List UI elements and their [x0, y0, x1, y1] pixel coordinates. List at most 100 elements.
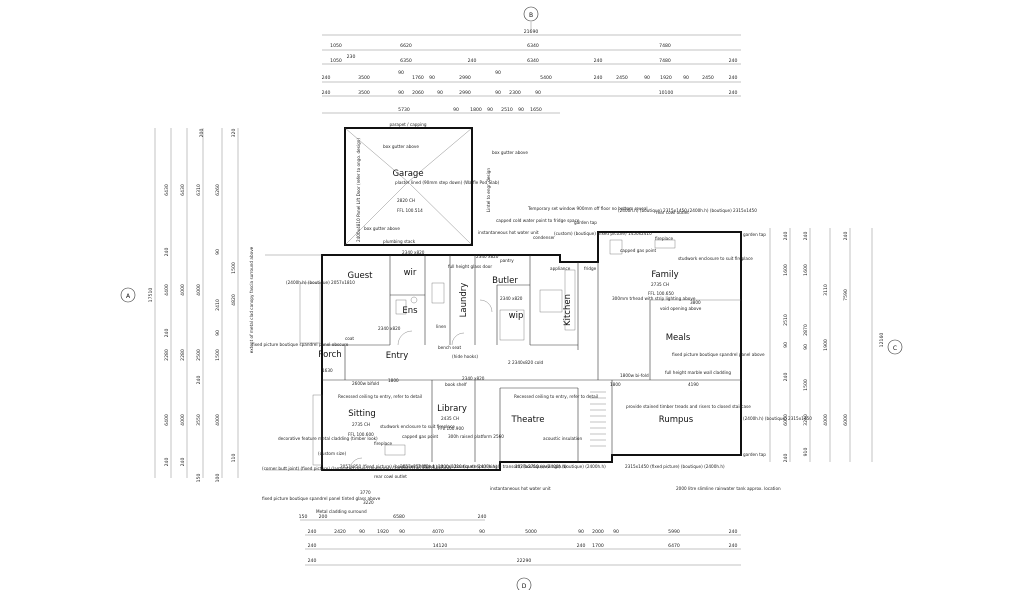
grid-label-bottom: D — [522, 583, 527, 590]
note-pantry: pantry — [500, 258, 514, 263]
svg-text:2870: 2870 — [803, 324, 809, 336]
note-entry-door: 2600w bifold — [352, 381, 379, 386]
svg-text:4070: 4070 — [432, 529, 444, 535]
note-rumpus-1800: 1800 — [610, 382, 621, 387]
room-family: Family — [651, 270, 678, 280]
dim-left-col1: 6430 4400 2280 6400 — [164, 184, 170, 426]
note-parapet: parapet / capping — [389, 122, 426, 127]
note-fixed-picture-meals: fixed picture boutique spandrel panel ab… — [672, 352, 765, 357]
svg-text:90: 90 — [803, 344, 809, 350]
svg-text:14120: 14120 — [433, 543, 448, 549]
note-bench-seat: bench seat — [438, 345, 461, 350]
note-window-1: (2400h.h) (boutique) 2315x1450 — [618, 208, 687, 213]
dim-right-col2: 1600 2870 1500 3240 — [803, 264, 809, 426]
svg-text:1650: 1650 — [530, 107, 542, 113]
svg-text:150: 150 — [196, 474, 202, 483]
note-family-ffl: FFL 100.650 — [648, 291, 674, 296]
note-full-height-marble: full height marble wall cladding — [665, 370, 731, 375]
dim-top-row1: 1050 6620 6340 7480 — [330, 43, 671, 49]
svg-text:240: 240 — [180, 458, 186, 467]
svg-text:1900: 1900 — [823, 339, 829, 351]
note-porch-dim: 1630 — [322, 368, 333, 373]
svg-text:240: 240 — [803, 232, 809, 241]
grid-bubble-top: B — [523, 6, 539, 22]
svg-text:240: 240 — [729, 90, 738, 96]
note-stud-enclosure-1: studwork enclosure to suit fireplace — [678, 256, 753, 261]
svg-text:6260: 6260 — [215, 184, 221, 196]
note-fireplace-1: fireplace — [655, 236, 674, 241]
svg-text:4000: 4000 — [180, 284, 186, 296]
room-kitchen: Kitchen — [563, 294, 573, 326]
dim-bottom-6580: 6580 — [393, 514, 405, 520]
svg-text:1500: 1500 — [803, 379, 809, 391]
dim-right-col4: 7590 6000 — [843, 289, 849, 426]
note-custom-size: (custom size) — [318, 451, 347, 456]
svg-text:2060: 2060 — [412, 90, 424, 96]
note-dim-3770: 3770 — [360, 490, 371, 495]
dim-top-row5: 5730 90 1800 90 2510 90 1650 — [398, 107, 542, 113]
note-garage-ch: 2820 CH — [397, 198, 415, 203]
note-win-sit-1: 2057x850 (fixed picture) (boutique) (240… — [340, 464, 437, 469]
note-void-1: void opening above — [660, 306, 702, 311]
note-door-4: 2340 x820 — [402, 250, 425, 255]
note-temp-window: Temporary set window 900mm off floor no … — [527, 206, 648, 211]
note-rear-cowl-2: rear cowl outlet — [374, 474, 407, 479]
note-appliance: appliance — [550, 266, 571, 271]
dim-top-row3: 3500 90 1760 90 2990 90 5400 2450 90 192… — [358, 70, 714, 81]
svg-text:240: 240 — [843, 232, 849, 241]
svg-text:1600: 1600 — [783, 264, 789, 276]
grid-bubble-right: C — [887, 339, 903, 355]
note-decorative: decorative feature metal cladding (timbe… — [278, 436, 378, 441]
note-box-gutter-1: box gutter above — [383, 144, 419, 149]
svg-text:7480: 7480 — [659, 43, 671, 49]
note-family-ch: 2735 CH — [651, 282, 669, 287]
room-meals: Meals — [666, 333, 691, 343]
svg-text:240: 240 — [783, 232, 789, 241]
svg-text:3550: 3550 — [196, 414, 202, 426]
annotations: parapet / capping box gutter above box g… — [249, 122, 812, 514]
svg-text:5730: 5730 — [398, 107, 410, 113]
svg-text:2510: 2510 — [783, 314, 789, 326]
dim-top-row2: 1050 230 6350 6340 7480 — [330, 54, 671, 64]
room-library: Library — [437, 404, 467, 414]
note-library-ffl: FFL 100.900 — [438, 426, 464, 431]
svg-text:90: 90 — [359, 529, 365, 535]
svg-text:1800: 1800 — [470, 107, 482, 113]
svg-text:2410: 2410 — [215, 299, 221, 311]
svg-text:6400: 6400 — [164, 414, 170, 426]
svg-text:240: 240 — [594, 75, 603, 81]
svg-text:6470: 6470 — [668, 543, 680, 549]
svg-text:90: 90 — [487, 107, 493, 113]
note-recessed-ceiling-1: Recessed ceiling to entry, refer to deta… — [338, 394, 422, 399]
svg-text:3500: 3500 — [358, 75, 370, 81]
svg-text:6620: 6620 — [400, 43, 412, 49]
svg-text:3240: 3240 — [803, 414, 809, 426]
svg-text:90: 90 — [215, 330, 221, 336]
note-fixed-picture-porch: fixed picture boutique spandrel panel ob… — [252, 342, 349, 347]
svg-text:90: 90 — [398, 70, 404, 76]
svg-text:240: 240 — [478, 514, 487, 520]
room-rumpus: Rumpus — [659, 415, 694, 425]
svg-text:6000: 6000 — [783, 414, 789, 426]
room-theatre: Theatre — [511, 415, 545, 425]
note-door-3: 2340 x820 — [500, 296, 523, 301]
dim-left-col3: 6310 4000 2500 3550 — [196, 184, 202, 426]
svg-text:1600: 1600 — [803, 264, 809, 276]
dim-left-small: 200 240 90 240 240 90 240 150 100 110 24… — [164, 129, 237, 483]
svg-text:3500: 3500 — [358, 90, 370, 96]
note-corner-butt: (corner butt joint) (fixed picture) (lam… — [262, 466, 451, 471]
dim-top-overall: 21690 — [524, 29, 539, 35]
svg-text:90: 90 — [518, 107, 524, 113]
svg-text:230: 230 — [347, 54, 356, 60]
svg-text:2420: 2420 — [334, 529, 346, 535]
svg-text:2300: 2300 — [509, 90, 521, 96]
svg-text:4000: 4000 — [196, 284, 202, 296]
dim-bottom-overall: 22290 — [517, 558, 532, 564]
svg-text:240: 240 — [783, 373, 789, 382]
svg-text:4000: 4000 — [823, 414, 829, 426]
note-garden-tap-1: garden tap — [574, 220, 597, 225]
svg-text:1920: 1920 — [660, 75, 672, 81]
svg-text:7480: 7480 — [659, 58, 671, 64]
room-wip: wip — [509, 311, 524, 321]
note-acoustic-insul: acoustic insulation — [543, 436, 582, 441]
